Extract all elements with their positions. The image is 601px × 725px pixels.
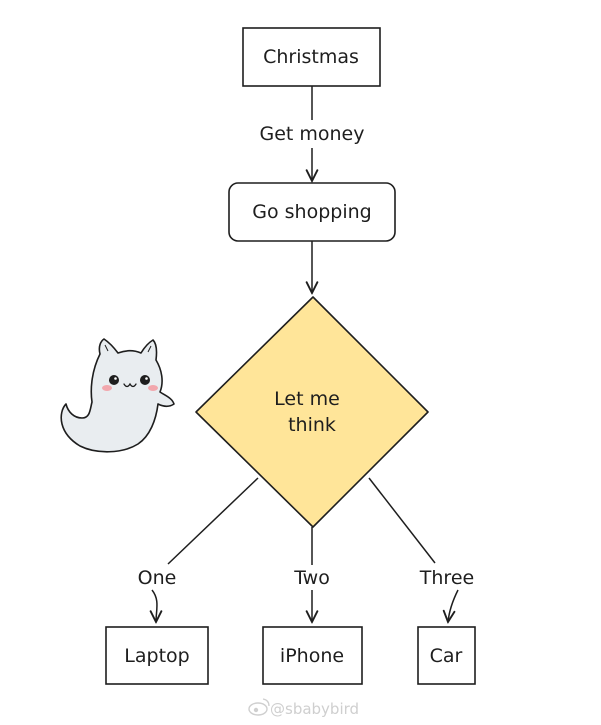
watermark-text: @sbabybird xyxy=(270,700,359,718)
node-christmas-label: Christmas xyxy=(263,46,359,68)
edge-one: One xyxy=(138,477,259,622)
node-iphone: iPhone xyxy=(262,626,363,685)
node-car-label: Car xyxy=(430,645,463,667)
node-go-shopping: Go shopping xyxy=(228,182,396,242)
node-decision: Let me think xyxy=(195,296,429,528)
node-laptop: Laptop xyxy=(105,626,209,685)
edge-get-money: Get money xyxy=(259,86,365,181)
node-laptop-label: Laptop xyxy=(124,645,189,667)
edge-three: Three xyxy=(368,477,474,622)
edge-two: Two xyxy=(293,527,330,622)
watermark: @sbabybird xyxy=(248,698,359,718)
edge-get-money-label: Get money xyxy=(259,123,364,145)
node-car: Car xyxy=(417,626,476,685)
edge-one-label: One xyxy=(138,567,177,589)
node-decision-label-line1: Let me xyxy=(274,388,340,410)
edge-three-label: Three xyxy=(419,567,474,589)
node-christmas: Christmas xyxy=(242,27,381,87)
node-iphone-label: iPhone xyxy=(280,645,344,667)
edge-two-label: Two xyxy=(293,567,330,589)
node-decision-label-line2: think xyxy=(288,414,336,436)
weibo-icon xyxy=(248,698,270,716)
node-go-shopping-label: Go shopping xyxy=(252,201,371,223)
ghost-cat-icon xyxy=(60,338,175,453)
